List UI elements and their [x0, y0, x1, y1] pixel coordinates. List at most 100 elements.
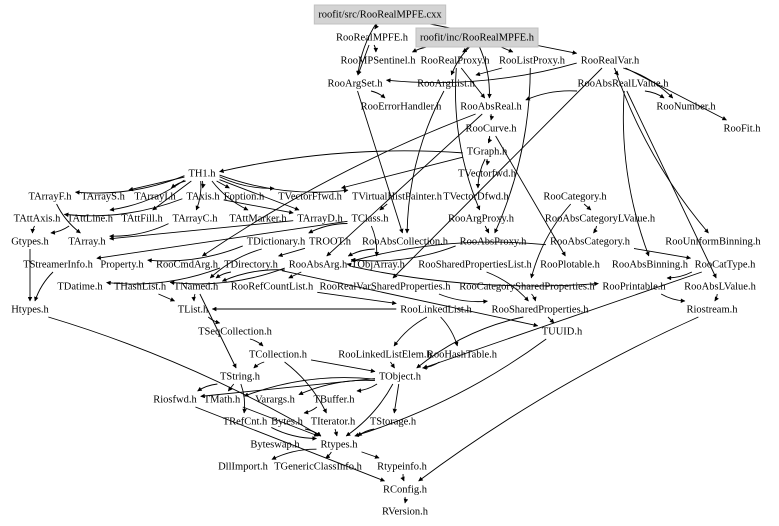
- node-htypes[interactable]: Htypes.h: [11, 305, 49, 316]
- node-tvdfwd[interactable]: TVectorDfwd.h: [443, 192, 509, 203]
- node-tarrayf[interactable]: TArrayF.h: [29, 192, 73, 203]
- node-mpfe[interactable]: RooRealMPFE.h: [336, 33, 409, 44]
- edge-argproxy-to-absproxy: [484, 225, 490, 234]
- node-tcoll[interactable]: TCollection.h: [249, 350, 308, 361]
- node-tlist[interactable]: TList.h: [178, 305, 209, 316]
- node-cxx[interactable]: roofit/src/RooRealMPFE.cxx: [313, 4, 447, 25]
- node-label: RooFit.h: [723, 124, 761, 135]
- node-riosfwd[interactable]: Riosfwd.h: [153, 395, 197, 406]
- node-label: RooHashTable.h: [427, 350, 498, 361]
- node-tdatime[interactable]: TDatime.h: [57, 282, 103, 293]
- node-tobject[interactable]: TObject.h: [379, 372, 422, 383]
- node-absbin[interactable]: RooAbsBinning.h: [612, 260, 689, 271]
- node-abslv[interactable]: RooAbsLValue.h: [684, 282, 756, 293]
- node-tarrays[interactable]: TArrayS.h: [81, 192, 126, 203]
- node-absproxy[interactable]: RooAbsProxy.h: [460, 237, 527, 248]
- node-troot[interactable]: TROOT.h: [309, 237, 352, 248]
- node-thashlist[interactable]: THashList.h: [114, 282, 167, 293]
- node-tattaxis[interactable]: TAttAxis.h: [14, 214, 61, 225]
- node-trefcnt[interactable]: TRefCnt.h: [223, 417, 268, 428]
- node-tgraph[interactable]: TGraph.h: [467, 147, 508, 158]
- node-tattfill[interactable]: TAttFill.h: [121, 214, 163, 225]
- node-inc[interactable]: roofit/inc/RooRealMPFE.h: [415, 27, 539, 48]
- node-tnamed[interactable]: TNamed.h: [174, 282, 219, 293]
- node-riostream[interactable]: Riostream.h: [686, 305, 738, 316]
- node-tsinfo[interactable]: TStreamerInfo.h: [23, 260, 93, 271]
- node-cattype[interactable]: RooCatType.h: [695, 260, 757, 271]
- node-tmath[interactable]: TMath.h: [204, 395, 241, 406]
- node-refcl[interactable]: RooRefCountList.h: [231, 282, 314, 293]
- node-tvffwd[interactable]: TVectorFfwd.h: [278, 192, 343, 203]
- node-rproxy[interactable]: RooRealProxy.h: [420, 56, 490, 67]
- node-taxis[interactable]: TAxis.h: [186, 192, 220, 203]
- node-tbuffer[interactable]: TBuffer.h: [314, 395, 356, 406]
- node-titer[interactable]: TIterator.h: [311, 417, 356, 428]
- node-varargs[interactable]: Varargs.h: [255, 395, 296, 406]
- node-th1[interactable]: TH1.h: [188, 169, 216, 180]
- node-label: RooRealProxy.h: [420, 56, 490, 67]
- node-lproxy[interactable]: RooListProxy.h: [499, 56, 566, 67]
- node-mps[interactable]: RooMPSentinel.h: [341, 56, 417, 67]
- node-rtypes[interactable]: Rtypes.h: [320, 440, 358, 451]
- node-argset[interactable]: RooArgSet.h: [328, 79, 384, 90]
- node-rtypeinfo[interactable]: Rtypeinfo.h: [377, 462, 428, 473]
- edge-tuuid-to-rtypes: [354, 338, 547, 437]
- node-sharedprop[interactable]: RooSharedProperties.h: [491, 305, 589, 316]
- node-tseqcoll[interactable]: TSeqCollection.h: [198, 327, 273, 338]
- node-rvar[interactable]: RooRealVar.h: [581, 56, 640, 67]
- node-absarg[interactable]: RooAbsArg.h: [289, 260, 348, 271]
- node-tarrayi[interactable]: TArrayI.h: [134, 192, 176, 203]
- node-fit[interactable]: RooFit.h: [723, 124, 761, 135]
- node-tvfwd[interactable]: TVectorfwd.h: [458, 169, 517, 180]
- node-rvsp[interactable]: RooRealVarSharedProperties.h: [320, 282, 452, 293]
- node-argproxy[interactable]: RooArgProxy.h: [448, 214, 515, 225]
- node-absreal[interactable]: RooAbsReal.h: [460, 102, 522, 113]
- node-tarrayd[interactable]: TArrayD.h: [297, 214, 343, 225]
- node-unibin[interactable]: RooUniformBinning.h: [665, 237, 761, 248]
- node-bytes[interactable]: Bytes.h: [271, 417, 304, 428]
- node-rversion[interactable]: RVersion.h: [382, 507, 429, 518]
- node-dllimport[interactable]: DllImport.h: [218, 462, 269, 473]
- node-label: RooCategory.h: [543, 192, 607, 203]
- node-arglist[interactable]: RooArgList.h: [417, 79, 476, 90]
- edge-th1-to-taxis: [201, 180, 206, 189]
- edge-abscoll-to-absarg: [347, 248, 375, 257]
- node-rconfig[interactable]: RConfig.h: [383, 485, 428, 496]
- node-printable[interactable]: RooPrintable.h: [602, 282, 666, 293]
- node-abscoll[interactable]: RooAbsCollection.h: [362, 237, 449, 248]
- node-tclass[interactable]: TClass.h: [351, 214, 389, 225]
- node-rcsp[interactable]: RooCategorySharedProperties.h: [459, 282, 595, 293]
- node-number[interactable]: RooNumber.h: [656, 102, 716, 113]
- node-tarray[interactable]: TArray.h: [68, 237, 106, 248]
- node-label: Gtypes.h: [11, 237, 49, 248]
- node-tobjarray[interactable]: TObjArray.h: [351, 260, 405, 271]
- node-gtypes[interactable]: Gtypes.h: [11, 237, 49, 248]
- node-tvhp[interactable]: TVirtualHistPainter.h: [352, 192, 443, 203]
- node-abscat[interactable]: RooAbsCategory.h: [550, 237, 631, 248]
- node-tstring[interactable]: TString.h: [220, 372, 261, 383]
- node-foption[interactable]: Foption.h: [224, 192, 265, 203]
- node-errh[interactable]: RooErrorHandler.h: [361, 102, 443, 113]
- node-plotable[interactable]: RooPlotable.h: [540, 260, 601, 271]
- node-byteswap[interactable]: Byteswap.h: [250, 440, 300, 451]
- node-tarrayc[interactable]: TArrayC.h: [173, 214, 219, 225]
- node-llelem[interactable]: RooLinkedListElem.h: [338, 350, 432, 361]
- node-curve[interactable]: RooCurve.h: [465, 124, 517, 135]
- node-linkedlist[interactable]: RooLinkedList.h: [400, 305, 472, 316]
- node-property[interactable]: Property.h: [100, 260, 144, 271]
- node-tgci[interactable]: TGenericClassInfo.h: [274, 462, 363, 473]
- node-splist[interactable]: RooSharedPropertiesList.h: [418, 260, 532, 271]
- node-arlv[interactable]: RooAbsRealLValue.h: [578, 79, 670, 90]
- node-cmdarg[interactable]: RooCmdArg.h: [156, 260, 219, 271]
- node-tstorage[interactable]: TStorage.h: [370, 417, 417, 428]
- node-hashtable[interactable]: RooHashTable.h: [427, 350, 498, 361]
- node-tdir[interactable]: TDirectory.h: [224, 260, 279, 271]
- node-tdict[interactable]: TDictionary.h: [247, 237, 306, 248]
- edge-llelem-to-tobject: [390, 361, 395, 369]
- edge-tdir-to-tdatime: [106, 267, 221, 286]
- node-acatlv[interactable]: RooAbsCategoryLValue.h: [545, 214, 656, 225]
- node-tattline[interactable]: TAttLine.h: [67, 214, 114, 225]
- node-tattmarker[interactable]: TAttMarker.h: [229, 214, 287, 225]
- node-tuuid[interactable]: TUUID.h: [542, 327, 583, 338]
- node-rcat[interactable]: RooCategory.h: [543, 192, 607, 203]
